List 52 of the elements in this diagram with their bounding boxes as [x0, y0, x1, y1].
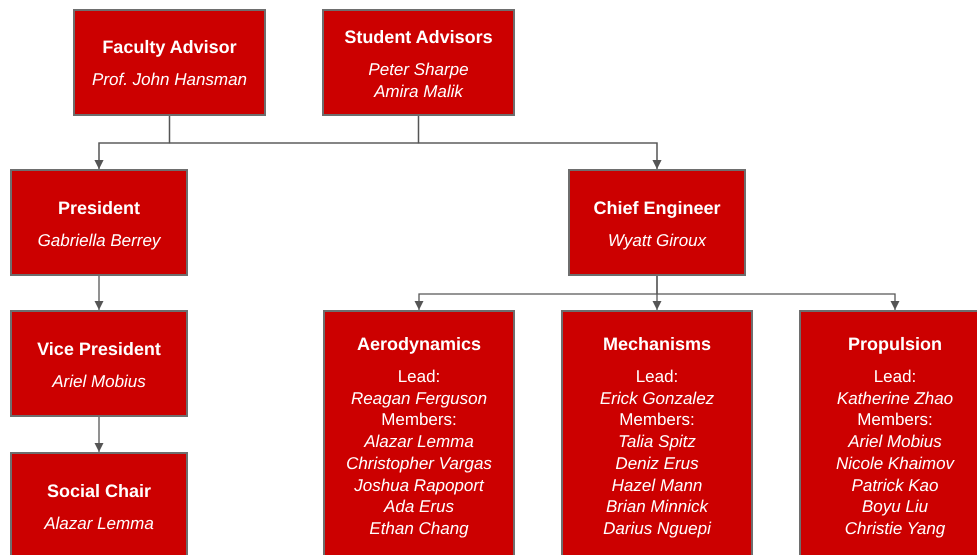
- person-name: Alazar Lemma: [364, 431, 474, 453]
- box-title: Social Chair: [46, 480, 152, 503]
- connector-arrow: [94, 276, 104, 310]
- person-name: Katherine Zhao: [836, 388, 954, 410]
- connector-arrow: [656, 276, 900, 310]
- org-box: [10, 169, 188, 276]
- org-box: [73, 9, 266, 116]
- org-box: [10, 310, 188, 417]
- person-name: Patrick Kao: [852, 474, 938, 496]
- box-title: Chief Engineer: [593, 197, 721, 220]
- role-label: Lead:: [636, 366, 678, 388]
- box-title: Vice President: [37, 338, 161, 361]
- role-label: Members:: [857, 409, 933, 432]
- person-name: Talia Spitz: [618, 431, 696, 453]
- person-name: Brian Minnick: [606, 496, 708, 518]
- person-name: Christie Yang: [844, 518, 946, 540]
- person-name: Hazel Mann: [612, 474, 702, 496]
- person-name: Ariel Mobius: [848, 431, 942, 453]
- person-name: Wyatt Giroux: [608, 230, 706, 252]
- box-title: Propulsion: [848, 333, 942, 356]
- person-name: Boyu Liu: [862, 496, 928, 518]
- person-name: Alazar Lemma: [44, 513, 154, 535]
- org-box: [561, 310, 753, 555]
- org-box: [323, 310, 515, 555]
- person-name: Ethan Chang: [369, 518, 469, 540]
- role-label: Members:: [619, 409, 695, 432]
- role-label: Lead:: [874, 366, 916, 388]
- person-name: Ada Erus: [384, 496, 454, 518]
- person-name: Gabriella Berrey: [38, 230, 160, 252]
- box-title: President: [58, 197, 140, 220]
- person-name: Erick Gonzalez: [600, 388, 714, 410]
- connector-arrow: [94, 417, 104, 452]
- connector-arrow: [418, 116, 662, 169]
- person-name: Peter Sharpe Amira Malik: [367, 59, 470, 102]
- org-box: [322, 9, 515, 116]
- person-name: Darius Nguepi: [603, 518, 711, 540]
- org-box: [799, 310, 977, 555]
- box-title: Faculty Advisor: [102, 36, 237, 59]
- box-title: Student Advisors: [344, 26, 493, 49]
- person-name: Reagan Ferguson: [350, 388, 488, 410]
- org-box: [568, 169, 746, 276]
- person-name: Nicole Khaimov: [836, 452, 954, 475]
- person-name: Ariel Mobius: [52, 371, 146, 393]
- person-name: Prof. John Hansman: [92, 69, 247, 91]
- person-name: Joshua Rapoport: [354, 474, 484, 496]
- box-title: Aerodynamics: [356, 333, 482, 356]
- person-name: Deniz Erus: [615, 452, 699, 475]
- role-label: Members:: [381, 409, 457, 432]
- role-label: Lead:: [398, 366, 440, 388]
- org-box: [10, 452, 188, 555]
- box-title: Mechanisms: [602, 333, 712, 356]
- person-name: Christopher Vargas: [346, 452, 492, 475]
